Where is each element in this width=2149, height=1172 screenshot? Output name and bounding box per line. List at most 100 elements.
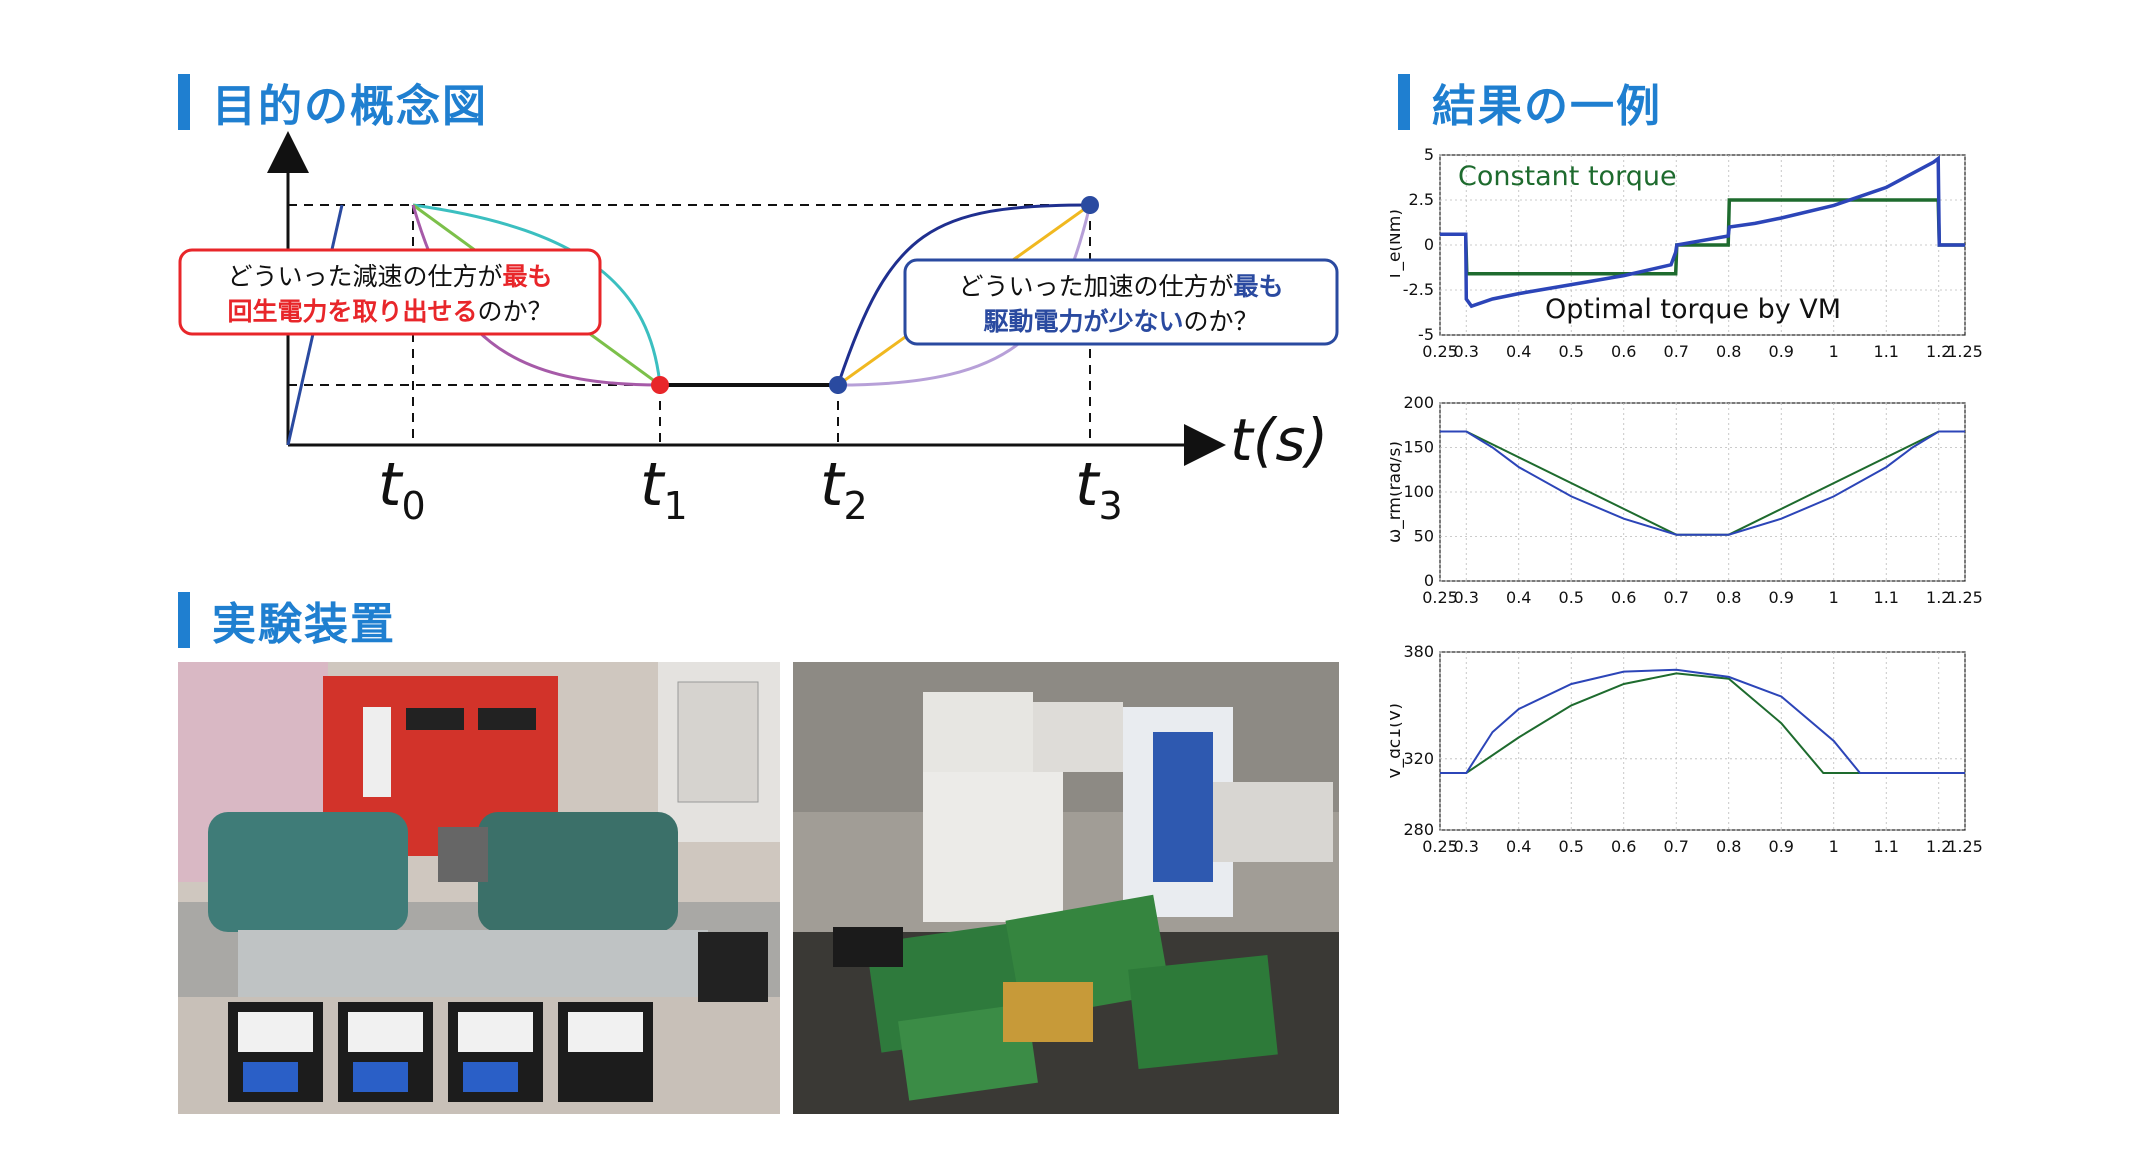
concept-diagram: t0 t1 t2 t3 t(s) どういった減速の仕方が最も 回生電力を取り出せ… bbox=[178, 131, 1339, 528]
point-t2 bbox=[829, 376, 847, 394]
y-axis-label: T_e(Nm) bbox=[1390, 209, 1405, 282]
series-line bbox=[1440, 155, 1965, 309]
section-title-text: 実験装置 bbox=[212, 599, 396, 650]
svg-text:どういった加速の仕方が最も: どういった加速の仕方が最も bbox=[958, 272, 1283, 301]
y-tick-label: 320 bbox=[1403, 749, 1434, 768]
y-tick-label: 50 bbox=[1414, 527, 1434, 546]
decel-line1-b: 最も bbox=[503, 262, 553, 291]
x-tick-label: 1.1 bbox=[1874, 588, 1899, 607]
series-line bbox=[1440, 668, 1965, 774]
voltage-chart: 0.250.3 0.4 0.5 0.6 0.7 0.8 0.9 1 1.1 1.21.25 380 3… bbox=[1390, 642, 1983, 856]
plot-frame bbox=[1439, 402, 1966, 582]
accel-line2-b: のか？ bbox=[1184, 307, 1259, 336]
x-tick-label: 0.4 bbox=[1506, 342, 1531, 361]
x-tick-label: 0.25 bbox=[1422, 837, 1458, 856]
x-tick-label: 0.3 bbox=[1454, 588, 1479, 607]
x-tick-label: 1.25 bbox=[1947, 837, 1983, 856]
y-tick-label: 100 bbox=[1403, 482, 1434, 501]
y-axis-label: ω_rm(rad/s) bbox=[1390, 441, 1405, 543]
axis-label-time: t(s) bbox=[1230, 406, 1328, 474]
y-tick-label: 150 bbox=[1403, 438, 1434, 457]
point-t3 bbox=[1081, 196, 1099, 214]
x-tick-label: 0.8 bbox=[1716, 588, 1741, 607]
x-tick-label: 0.6 bbox=[1611, 837, 1636, 856]
svg-text:駆動電力が少ないのか？: 駆動電力が少ないのか？ bbox=[983, 307, 1258, 336]
x-tick-label: 0.6 bbox=[1611, 342, 1636, 361]
point-t1 bbox=[651, 376, 669, 394]
x-tick-label: 1 bbox=[1829, 837, 1839, 856]
title-accent-bar bbox=[178, 74, 190, 130]
y-tick-label: -5 bbox=[1418, 325, 1434, 344]
x-tick-label: 0.25 bbox=[1422, 588, 1458, 607]
y-tick-label: 2.5 bbox=[1409, 190, 1434, 209]
y-tick-label: 0 bbox=[1424, 235, 1434, 254]
tick-t3: t3 bbox=[1075, 450, 1123, 528]
x-tick-label: 0.3 bbox=[1454, 342, 1479, 361]
svg-text:回生電力を取り出せるのか？: 回生電力を取り出せるのか？ bbox=[227, 297, 552, 326]
x-tick-label: 0.25 bbox=[1422, 342, 1458, 361]
accel-callout: どういった加速の仕方が最も 駆動電力が少ないのか？ bbox=[903, 258, 1339, 346]
x-tick-label: 0.7 bbox=[1664, 837, 1689, 856]
x-tick-label: 1.25 bbox=[1947, 342, 1983, 361]
x-tick-label: 0.5 bbox=[1559, 342, 1584, 361]
y-tick-label: 5 bbox=[1424, 145, 1434, 164]
x-tick-label: 0.4 bbox=[1506, 837, 1531, 856]
x-tick-label: 0.5 bbox=[1559, 837, 1584, 856]
svg-text:どういった減速の仕方が最も: どういった減速の仕方が最も bbox=[227, 262, 552, 291]
y-tick-label: -2.5 bbox=[1403, 280, 1434, 299]
photo-inverter-setup bbox=[793, 662, 1339, 1114]
title-accent-bar bbox=[1398, 74, 1410, 130]
photo-motor-bench bbox=[178, 662, 780, 1114]
y-axis-label: V_dc1(V) bbox=[1390, 703, 1405, 779]
accel-line1-a: どういった加速の仕方が bbox=[958, 272, 1233, 301]
x-tick-label: 1.1 bbox=[1874, 342, 1899, 361]
x-tick-label: 0.5 bbox=[1559, 588, 1584, 607]
x-tick-label: 0.8 bbox=[1716, 342, 1741, 361]
decel-callout: どういった減速の仕方が最も 回生電力を取り出せるのか？ bbox=[178, 248, 602, 336]
annotation-optimal-torque: Optimal torque by VM bbox=[1545, 294, 1841, 325]
accel-curve-navy bbox=[836, 203, 1091, 386]
x-tick-label: 1.2 bbox=[1926, 837, 1951, 856]
series-line bbox=[1440, 430, 1965, 536]
x-tick-label: 0.9 bbox=[1769, 837, 1794, 856]
decel-line1-a: どういった減速の仕方が bbox=[227, 262, 502, 291]
section-title-setup: 実験装置 bbox=[178, 588, 396, 652]
accel-line1-b: 最も bbox=[1234, 272, 1284, 301]
y-tick-label: 200 bbox=[1403, 393, 1434, 412]
x-tick-label: 0.8 bbox=[1716, 837, 1741, 856]
tick-t0: t0 bbox=[378, 450, 426, 528]
title-accent-bar bbox=[178, 592, 190, 648]
x-tick-label: 1 bbox=[1829, 588, 1839, 607]
tick-t1: t1 bbox=[640, 450, 688, 528]
y-tick-label: 380 bbox=[1403, 642, 1434, 661]
x-tick-label: 0.4 bbox=[1506, 588, 1531, 607]
y-tick-label: 280 bbox=[1403, 820, 1434, 839]
section-title-text: 目的の概念図 bbox=[212, 81, 488, 132]
x-tick-label: 1 bbox=[1829, 342, 1839, 361]
y-tick-label: 0 bbox=[1424, 571, 1434, 590]
x-tick-label: 0.3 bbox=[1454, 837, 1479, 856]
x-tick-label: 1.2 bbox=[1926, 588, 1951, 607]
section-title-concept: 目的の概念図 bbox=[178, 70, 488, 134]
x-tick-label: 1.1 bbox=[1874, 837, 1899, 856]
photo-inverter-setup-image bbox=[793, 662, 1339, 1114]
x-tick-label: 0.9 bbox=[1769, 342, 1794, 361]
tick-t2: t2 bbox=[820, 450, 868, 528]
accel-line2-a: 駆動電力が少ない bbox=[983, 307, 1183, 336]
x-tick-label: 0.6 bbox=[1611, 588, 1636, 607]
photo-motor-bench-image bbox=[178, 662, 780, 1114]
x-tick-label: 0.7 bbox=[1664, 342, 1689, 361]
x-tick-label: 0.7 bbox=[1664, 588, 1689, 607]
decel-line2-b: のか？ bbox=[478, 297, 553, 326]
x-tick-label: 1.2 bbox=[1926, 342, 1951, 361]
series-line bbox=[1440, 672, 1965, 774]
x-tick-label: 0.9 bbox=[1769, 588, 1794, 607]
x-tick-label: 1.25 bbox=[1947, 588, 1983, 607]
speed-chart: 0.250.3 0.4 0.5 0.6 0.7 0.8 0.9 1 1.1 1.21.25 200 1… bbox=[1390, 393, 1983, 607]
section-title-result: 結果の一例 bbox=[1398, 70, 1662, 134]
torque-chart: 0.250.3 0.4 0.5 0.6 0.7 0.8 0.9 1 1.1 1.21.25 5 2.5… bbox=[1390, 145, 1983, 361]
section-title-text: 結果の一例 bbox=[1432, 81, 1662, 132]
annotation-constant-torque: Constant torque bbox=[1458, 161, 1677, 192]
plot-frame bbox=[1439, 651, 1966, 831]
